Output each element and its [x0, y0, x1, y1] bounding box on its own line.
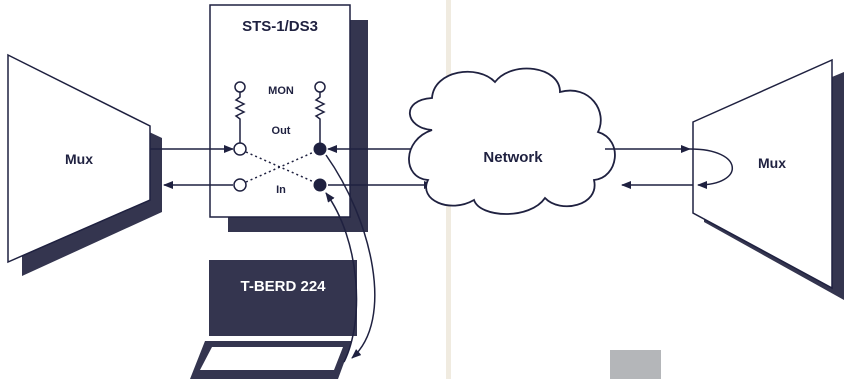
tester-label: T-BERD 224: [240, 278, 326, 295]
network-label: Network: [483, 149, 543, 166]
in-jack-left[interactable]: [233, 178, 247, 192]
out-jack-right[interactable]: [313, 142, 327, 156]
panel-title: STS-1/DS3: [242, 18, 318, 35]
panel-body: [209, 4, 351, 218]
mon-label: MON: [268, 85, 294, 97]
tester-screen: [209, 260, 357, 336]
right-mux-label: Mux: [758, 155, 786, 171]
in-label: In: [276, 184, 286, 196]
gray-box: [610, 350, 661, 379]
normal-line-b: [245, 151, 315, 183]
in-jack-right[interactable]: [313, 178, 327, 192]
sts1-ds3-panel: STS-1/DS3 MON Out In: [209, 4, 368, 232]
resistor-left: [234, 92, 246, 146]
tberd-224-tester: T-BERD 224: [190, 260, 357, 379]
mon-jack-left[interactable]: [234, 81, 246, 93]
mon-jack-right[interactable]: [314, 81, 326, 93]
right-mux-body: [692, 58, 833, 290]
test-cable-in[interactable]: [325, 192, 358, 363]
left-mux-body: [7, 53, 151, 264]
left-mux: Mux: [7, 53, 162, 276]
out-label: Out: [272, 125, 291, 137]
right-mux: Mux: [692, 58, 844, 300]
network-cloud-shape: [408, 67, 616, 215]
network-cloud: Network: [408, 67, 616, 215]
tester-keyboard: [200, 347, 343, 370]
out-jack-left[interactable]: [233, 142, 247, 156]
left-mux-label: Mux: [65, 151, 93, 167]
resistor-right: [314, 92, 326, 146]
test-cable-out[interactable]: [325, 154, 376, 359]
loopback-line: [689, 148, 733, 189]
normal-line-a: [245, 151, 315, 183]
